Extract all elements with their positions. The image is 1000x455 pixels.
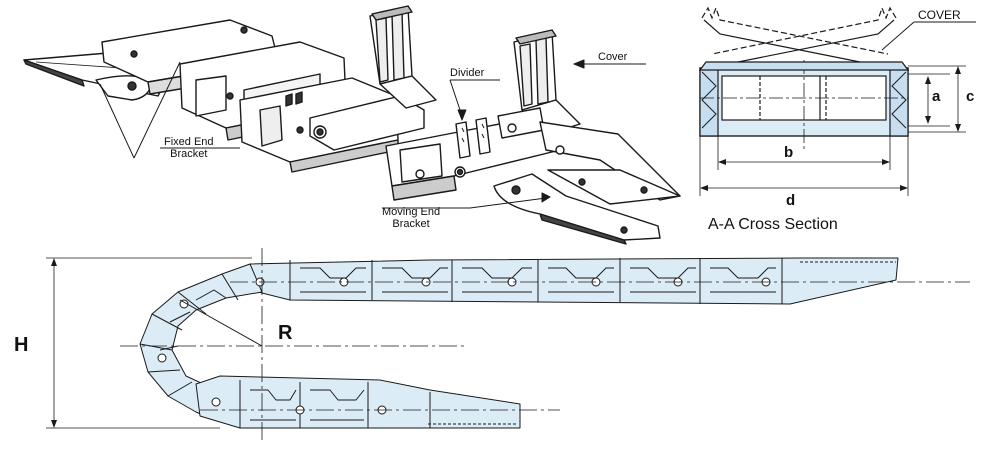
dimension-c-label: c xyxy=(966,88,975,105)
cross-section xyxy=(698,6,976,196)
chain-assembly-part xyxy=(101,5,437,173)
moving-end-bracket-label: Moving End Bracket xyxy=(382,206,441,230)
dimension-a-label: a xyxy=(932,88,941,105)
dimension-b-label: b xyxy=(784,144,794,161)
cover-label: Cover xyxy=(598,51,628,63)
radius-label: R xyxy=(278,322,293,344)
cross-section-cover-label: COVER xyxy=(918,8,961,22)
height-label: H xyxy=(14,334,29,356)
leader-lines xyxy=(99,59,646,209)
side-view xyxy=(46,248,970,442)
exploded-view xyxy=(23,5,681,245)
cover-swing xyxy=(701,6,897,67)
dimension-d-label: d xyxy=(786,192,796,209)
moving-end-assembly-part xyxy=(385,29,681,245)
cross-section-caption: A-A Cross Section xyxy=(708,216,838,233)
fixed-end-bracket-label: Fixed End Bracket xyxy=(164,136,214,160)
divider-label: Divider xyxy=(450,67,485,79)
